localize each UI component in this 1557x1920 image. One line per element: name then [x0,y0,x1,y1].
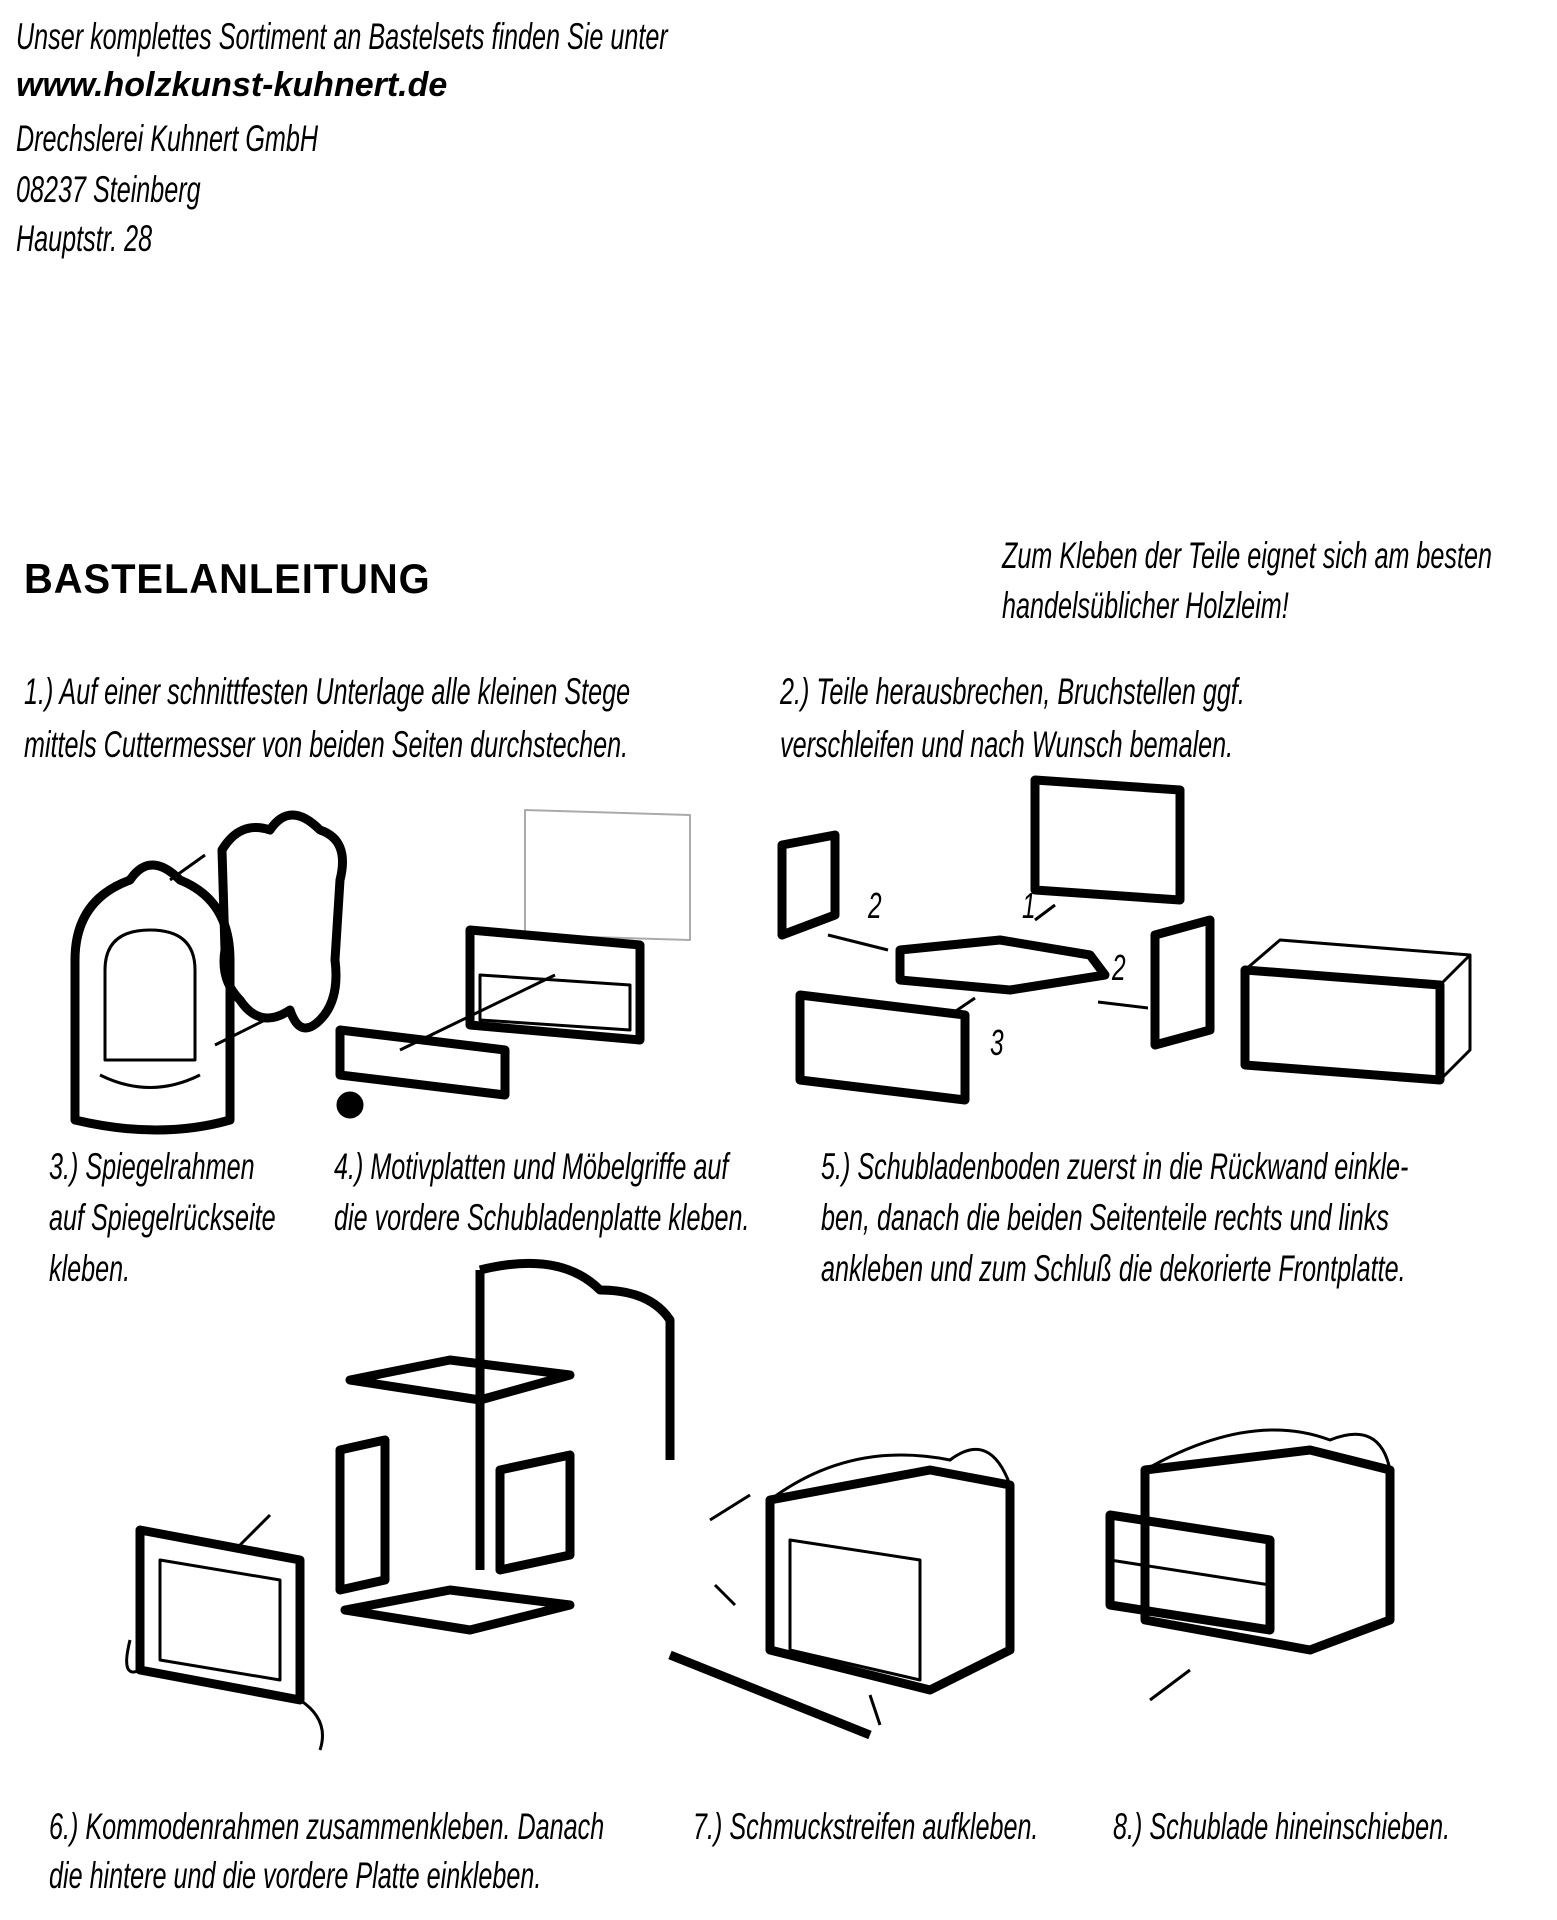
step-6-line-1: 6.) Kommodenrahmen zusammenkleben. Danac… [49,1806,605,1847]
finished-chest-illustration [1105,1428,1395,1702]
step-5-line-1: 5.) Schubladenboden zuerst in die Rückwa… [821,1146,1409,1187]
page-title: BASTELANLEITUNG [24,555,431,602]
drawer-front-illustration [335,809,691,1119]
mirror-back-illustration [169,810,347,1047]
step-2-line-2: verschleifen und nach Wunsch bemalen. [780,724,1234,765]
glue-note-line-1: Zum Kleben der Teile eignet sich am best… [1002,535,1492,576]
step-3-line-3: kleben. [49,1248,131,1289]
step-7-line-1: 7.) Schmuckstreifen aufkleben. [693,1806,1039,1847]
step-1-line-1: 1.) Auf einer schnittfesten Unterlage al… [24,671,631,712]
step-3-line-2: auf Spiegelrückseite [49,1197,276,1238]
company-name: Drechslerei Kuhnert GmbH [16,118,319,159]
step-2-line-1: 2.) Teile herausbrechen, Bruchstellen gg… [780,671,1245,712]
step-8-line-1: 8.) Schublade hineinschieben. [1113,1806,1451,1847]
mirror-frame-illustration [70,860,235,1135]
step-1-line-2: mittels Cuttermesser von beiden Seiten d… [24,724,629,765]
company-street: Hauptstr. 28 [16,218,153,259]
chest-with-strips-illustration [668,1448,1015,1740]
step-5-line-2: ben, danach die beiden Seitenteile recht… [821,1197,1389,1238]
chest-frame-illustration [125,1258,675,1751]
website-link[interactable]: www.holzkunst-kuhnert.de [16,66,448,104]
label-back: 1 [1022,885,1036,926]
label-front: 3 [990,1022,1004,1063]
step-4-line-2: die vordere Schubladenplatte kleben. [334,1197,750,1238]
step-5-line-3: ankleben und zum Schluß die dekorierte F… [821,1248,1406,1289]
step-4-line-1: 4.) Motivplatten und Möbelgriffe auf [334,1146,729,1187]
step-6-line-2: die hintere und die vordere Platte einkl… [49,1855,542,1896]
label-side-left: 2 [868,885,882,926]
step-3-line-1: 3.) Spiegelrahmen [49,1146,255,1187]
intro-text: Unser komplettes Sortiment an Bastelsets… [16,16,668,57]
drawer-parts-illustration [777,775,1472,1105]
label-side-right: 2 [1112,947,1126,988]
company-city: 08237 Steinberg [16,169,201,210]
glue-note-line-2: handelsüblicher Holzleim! [1002,585,1289,626]
